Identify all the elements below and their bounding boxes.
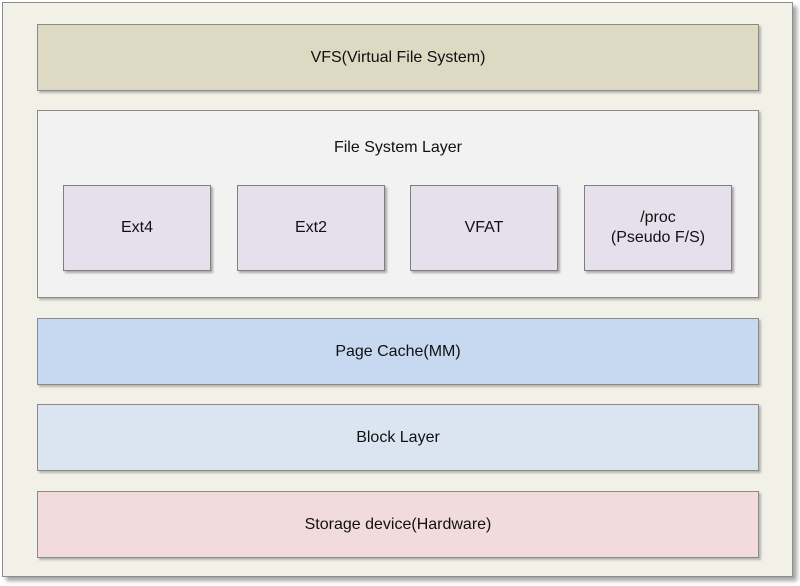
vfs-layer-label: VFS(Virtual File System): [310, 48, 486, 66]
file-system-layer-title: File System Layer: [333, 139, 463, 156]
storage-device-layer: Storage device(Hardware): [37, 491, 759, 558]
diagram-frame: VFS(Virtual File System) File System Lay…: [2, 2, 793, 577]
fs-box-label: Ext4: [120, 219, 153, 236]
block-layer: Block Layer: [37, 404, 759, 471]
page-cache-layer-label: Page Cache(MM): [335, 342, 461, 360]
fs-box-proc: /proc (Pseudo F/S): [584, 185, 732, 271]
storage-device-layer-label: Storage device(Hardware): [304, 515, 492, 533]
fs-box-label: Ext2: [294, 219, 327, 236]
fs-box-ext2: Ext2: [237, 185, 385, 271]
vfs-layer: VFS(Virtual File System): [37, 24, 759, 91]
file-system-layer: File System Layer Ext4 Ext2 VFAT /proc (…: [37, 110, 759, 298]
fs-box-label: /proc: [640, 209, 676, 226]
fs-box-label: VFAT: [464, 219, 504, 236]
fs-box-ext4: Ext4: [63, 185, 211, 271]
fs-box-sublabel: (Pseudo F/S): [610, 229, 706, 246]
page-cache-layer: Page Cache(MM): [37, 318, 759, 385]
block-layer-label: Block Layer: [356, 428, 440, 446]
fs-box-vfat: VFAT: [410, 185, 558, 271]
